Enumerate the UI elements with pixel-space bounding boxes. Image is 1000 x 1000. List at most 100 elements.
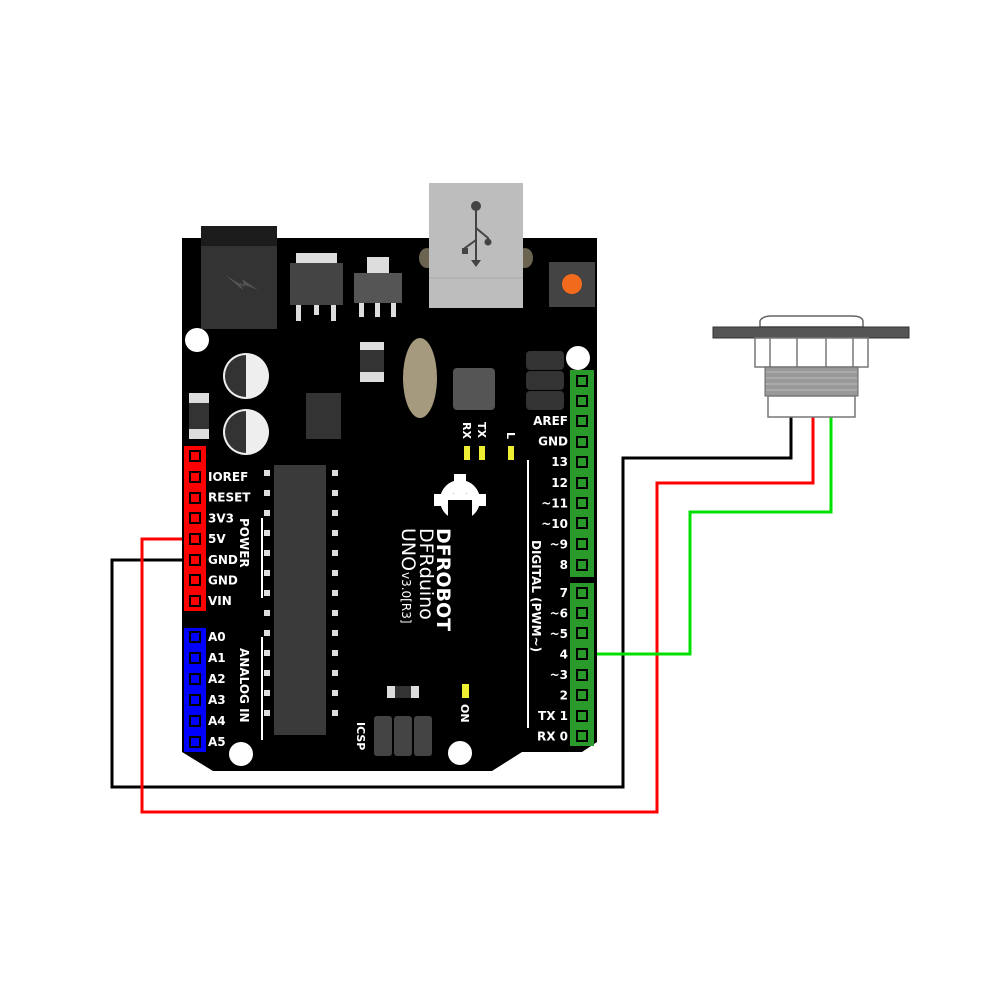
header-pin[interactable] (576, 710, 588, 722)
pin-label: VIN (208, 594, 232, 608)
header-pin[interactable] (576, 669, 588, 681)
pin-label: A1 (208, 651, 226, 665)
header-pin[interactable] (576, 730, 588, 742)
lightning-icon (225, 275, 258, 290)
version-main-label: UNO (397, 528, 419, 571)
5v-wire (140, 417, 815, 814)
header-pin[interactable] (576, 375, 588, 387)
power-header-title: POWER (237, 518, 251, 568)
pin-label: ~3 (550, 668, 568, 682)
header-pin[interactable] (189, 736, 201, 748)
arduino-board: DFROBOT DFRduino UNO v3.0[R3] POWER ANAL… (182, 183, 597, 771)
tx-label: TX (475, 422, 488, 439)
usb-chip (453, 368, 495, 410)
sensor-base (767, 395, 856, 418)
icsp-label: ICSP (354, 722, 367, 750)
analog-header (184, 628, 206, 752)
pin-label: GND (208, 574, 238, 588)
pin-label: 2 (560, 689, 568, 703)
header-pin[interactable] (189, 471, 201, 483)
pin-label: ~5 (550, 627, 568, 641)
gnd-wire (110, 417, 793, 789)
sensor-module (712, 315, 910, 418)
mounting-plate (712, 326, 910, 339)
mounting-hole (566, 346, 590, 370)
header-pin[interactable] (576, 415, 588, 427)
pin-label: A4 (208, 714, 226, 728)
brand-label: DFROBOT (432, 528, 454, 631)
pin-label: ~11 (541, 496, 568, 510)
mounting-hole (448, 741, 472, 765)
pin-label: RX 0 (537, 730, 568, 744)
header-pin[interactable] (576, 607, 588, 619)
rx-label: RX (460, 422, 473, 439)
header-pin[interactable] (189, 673, 201, 685)
header-pin[interactable] (576, 559, 588, 571)
pin-label: A5 (208, 735, 226, 749)
pin-label: 7 (560, 586, 568, 600)
header-pin[interactable] (189, 574, 201, 586)
digital-header-title: DIGITAL (PWM~) (529, 540, 543, 652)
pin-label: A3 (208, 693, 226, 707)
header-pin[interactable] (576, 627, 588, 639)
sensor-thread (764, 366, 859, 397)
crystal (403, 338, 437, 418)
pin-label: 13 (551, 455, 568, 469)
header-pin[interactable] (189, 631, 201, 643)
header-pin[interactable] (576, 517, 588, 529)
header-pin[interactable] (189, 492, 201, 504)
mounting-hole (185, 328, 209, 352)
tx-led (479, 446, 485, 460)
pin-label: ~6 (550, 607, 568, 621)
header-pin[interactable] (576, 497, 588, 509)
pin-label: GND (538, 435, 568, 449)
signal-wire (590, 417, 833, 656)
sensor-nut (754, 337, 869, 368)
mounting-hole (229, 742, 253, 766)
header-pin[interactable] (576, 436, 588, 448)
header-pin[interactable] (189, 652, 201, 664)
header-pin[interactable] (576, 689, 588, 701)
header-pin[interactable] (189, 554, 201, 566)
pin-label: 5V (208, 532, 226, 546)
icsp-header (374, 716, 432, 756)
pin-label: A2 (208, 672, 226, 686)
dfrobot-gear-logo (434, 474, 486, 530)
digital-header-lower (570, 583, 594, 746)
pin-label: A0 (208, 630, 226, 644)
header-pin[interactable] (576, 648, 588, 660)
pin-label: 8 (560, 558, 568, 572)
analog-header-title: ANALOG IN (237, 648, 251, 723)
pin-label: GND (208, 553, 238, 567)
header-pin[interactable] (189, 512, 201, 524)
header-pin[interactable] (576, 538, 588, 550)
pin-label: ~10 (541, 517, 568, 531)
pin-label: 12 (551, 476, 568, 490)
pin-label: AREF (533, 414, 568, 428)
atmega-chip (274, 465, 326, 735)
header-pin[interactable] (576, 477, 588, 489)
pin-label: 4 (560, 648, 568, 662)
l-led (508, 446, 514, 460)
rx-led (464, 446, 470, 460)
header-pin[interactable] (189, 694, 201, 706)
header-pin[interactable] (576, 395, 588, 407)
pin-label: IOREF (208, 470, 248, 484)
on-label: ON (458, 704, 471, 723)
digital-header-upper (570, 370, 594, 577)
model-label: DFRduino (415, 528, 437, 620)
power-header (184, 446, 206, 611)
header-pin[interactable] (189, 595, 201, 607)
header-pin[interactable] (189, 715, 201, 727)
on-led (462, 684, 469, 698)
pin-label: ~9 (550, 538, 568, 552)
header-pin[interactable] (576, 456, 588, 468)
header-pin[interactable] (189, 533, 201, 545)
l-label: L (504, 432, 517, 439)
header-pin[interactable] (576, 587, 588, 599)
pin-label: RESET (208, 491, 251, 505)
header-pin[interactable] (189, 450, 201, 462)
version-sub-label: v3.0[R3] (399, 572, 413, 624)
